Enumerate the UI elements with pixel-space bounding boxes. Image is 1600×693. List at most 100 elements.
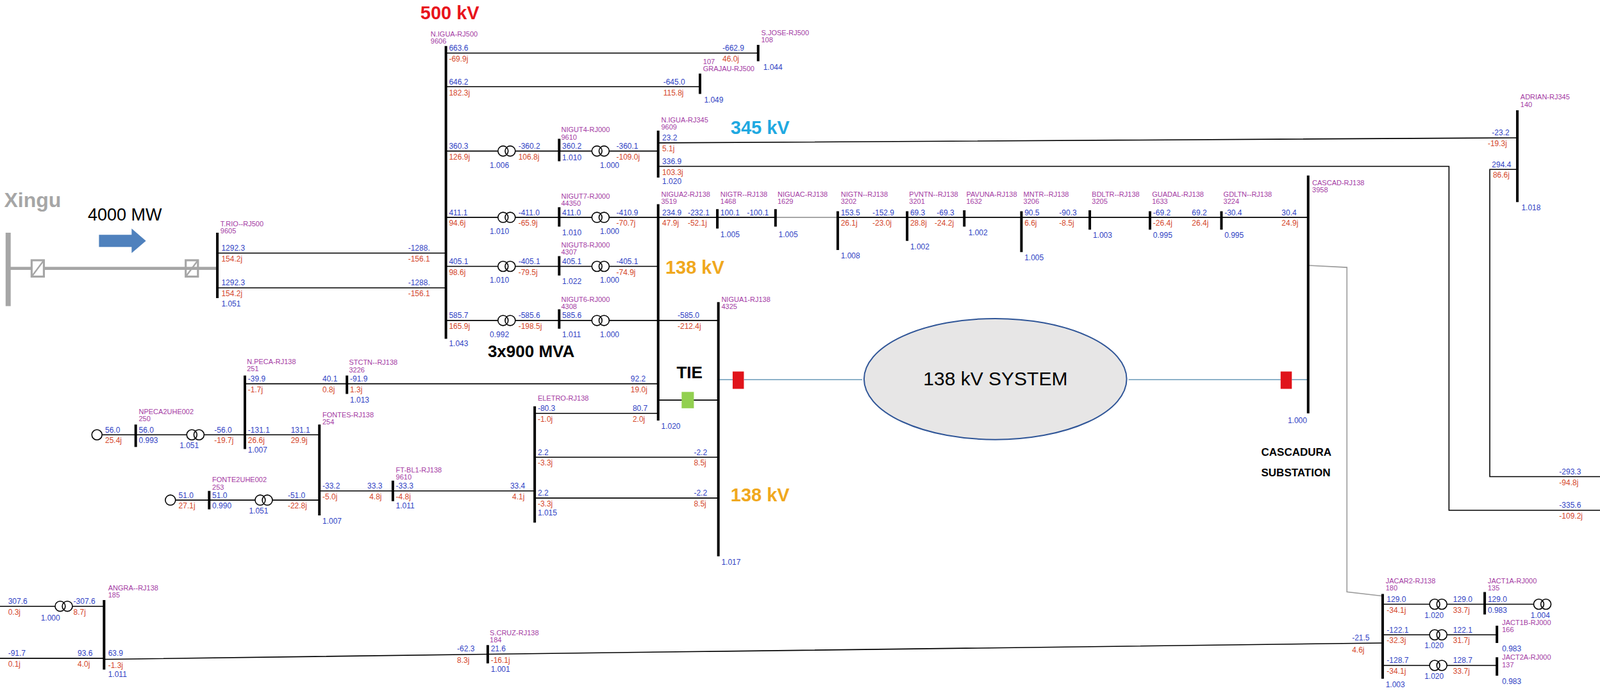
mw-flow: -2.2 (693, 489, 708, 497)
bus-name: N.IGUA-RJ345 (661, 116, 709, 124)
mvar-flow: 46.0j (722, 55, 740, 63)
mw-flow: 69.2 (1191, 208, 1207, 217)
bus-name: FT-BL1-RJ138 (396, 466, 443, 474)
mw-flow: -410.9 (616, 208, 639, 217)
mw-flow: 92.2 (630, 375, 646, 383)
mvar-flow: 26.4j (1191, 219, 1209, 227)
voltage-value: 1.000 (41, 614, 61, 622)
mw-flow: 122.1 (1453, 626, 1473, 634)
mw-flow: 69.3 (910, 208, 925, 217)
bus-name: FONTE2UHE002 (212, 476, 267, 484)
bus-name: 253 (212, 483, 224, 492)
substation-name: SUBSTATION (1261, 467, 1331, 479)
bus-name: 140 (1520, 101, 1533, 109)
mw-flow: 585.7 (448, 311, 468, 320)
voltage-value: 1.015 (537, 508, 558, 517)
mvar-flow: -4.8j (396, 492, 411, 501)
mvar-flow: -19.3j (1487, 139, 1508, 148)
bus-name: GUADAL-RJ138 (1151, 191, 1204, 199)
bus-name: N.PECA-RJ138 (246, 358, 296, 366)
voltage-value: 1.043 (448, 339, 468, 348)
bus-name: 9606 (430, 37, 447, 45)
thin-lines (0, 53, 1600, 666)
bus-name: PAVUNA-RJ138 (966, 191, 1018, 199)
mw-flow: 663.6 (448, 44, 468, 52)
voltage-value: 1.010 (562, 153, 582, 162)
voltage-value: 1.011 (108, 670, 127, 679)
mw-flow: 40.1 (322, 375, 338, 383)
mw-flow: -411.0 (518, 208, 540, 217)
bus-name: STCTN--RJ138 (348, 358, 398, 367)
breaker-open (1280, 371, 1293, 390)
mw-flow: 131.1 (291, 426, 311, 434)
bus-name: JACT1B-RJ000 (1501, 619, 1551, 627)
bus-name: 1632 (966, 198, 983, 206)
voltage-value: 1.000 (1287, 416, 1308, 425)
voltage-value: 1.006 (489, 161, 509, 170)
node-text: 138 kV SYSTEM (923, 367, 1068, 390)
mvar-flow: -1.0j (537, 415, 553, 424)
mvar-flow: 0.8j (322, 385, 335, 394)
mvar-flow: 182.3j (448, 89, 470, 97)
mvar-flow: 2.0j (632, 415, 645, 424)
tie-breaker-closed (681, 391, 694, 408)
bus-name: 166 (1501, 626, 1514, 634)
voltage-value: 1.005 (1024, 253, 1044, 262)
mw-flow: 30.4 (1281, 208, 1297, 217)
mw-flow: 100.1 (720, 208, 740, 217)
mw-flow: 56.0 (139, 426, 154, 434)
mw-flow: 1292.3 (221, 244, 245, 252)
mvar-flow: 165.9j (448, 322, 470, 331)
voltage-level-title: 138 kV (665, 258, 725, 277)
bus-name: BDLTR--RJ138 (1091, 191, 1140, 199)
mw-flow: 336.9 (662, 157, 682, 166)
mw-flow: 56.0 (105, 426, 120, 434)
mw-flow: -152.9 (872, 208, 895, 217)
mw-flow: 129.0 (1386, 595, 1406, 604)
voltage-value: 1.003 (1385, 680, 1406, 689)
mw-flow: 129.0 (1453, 595, 1473, 604)
mvar-flow: 8.5j (693, 458, 706, 467)
voltage-value: 1.010 (489, 276, 509, 284)
bus-name: S.JOSE-RJ500 (761, 29, 810, 37)
mw-flow: 234.9 (662, 208, 682, 217)
bus-bars (103, 44, 1518, 679)
mvar-flow: -32.3j (1386, 636, 1406, 645)
mvar-flow: 28.8j (910, 219, 927, 227)
mw-flow: 80.7 (632, 404, 648, 413)
mw-flow: -585.0 (677, 311, 700, 320)
mvar-flow: 8.5j (693, 500, 706, 508)
mw-flow: 51.0 (178, 491, 194, 500)
voltage-value: 1.051 (248, 507, 268, 515)
mw-flow: -293.3 (1558, 467, 1581, 476)
mw-flow: -56.0 (214, 426, 232, 434)
mw-flow: 411.0 (562, 208, 581, 217)
voltage-value: 1.022 (562, 277, 582, 286)
generator-symbols (91, 429, 176, 506)
bus-name: NIGTN--RJ138 (841, 191, 888, 199)
mvar-flow: -16.1j (491, 656, 511, 665)
mw-flow: 93.6 (77, 649, 93, 658)
equipment-label: 3x900 MVA (487, 342, 575, 360)
mw-flow: -128.7 (1386, 656, 1409, 665)
voltage-level-title: 138 kV (730, 485, 790, 505)
bus-name: 1468 (720, 198, 736, 206)
bus-name: NIGUT6-RJ000 (561, 296, 611, 304)
mvar-flow: 0.1j (8, 660, 21, 668)
mvar-flow: 26.6j (248, 436, 265, 445)
bus-name: 250 (139, 415, 151, 423)
voltage-value: 1.000 (600, 227, 620, 236)
mvar-flow: -198.5j (518, 322, 543, 331)
mw-flow: -30.4 (1224, 208, 1242, 217)
voltage-value: 1.007 (322, 517, 342, 525)
mvar-flow: 103.3j (662, 168, 684, 177)
mvar-flow: 5.1j (662, 144, 675, 153)
bus-name: JACT1A-RJ000 (1487, 577, 1537, 585)
mw-flow: -100.1 (746, 208, 769, 217)
mvar-flow: -5.0j (322, 492, 338, 501)
mvar-flow: -3.3j (537, 458, 553, 467)
mvar-flow: -24.2j (934, 219, 954, 227)
mw-flow: 90.5 (1024, 208, 1040, 217)
mvar-flow: -156.1 (408, 289, 431, 298)
